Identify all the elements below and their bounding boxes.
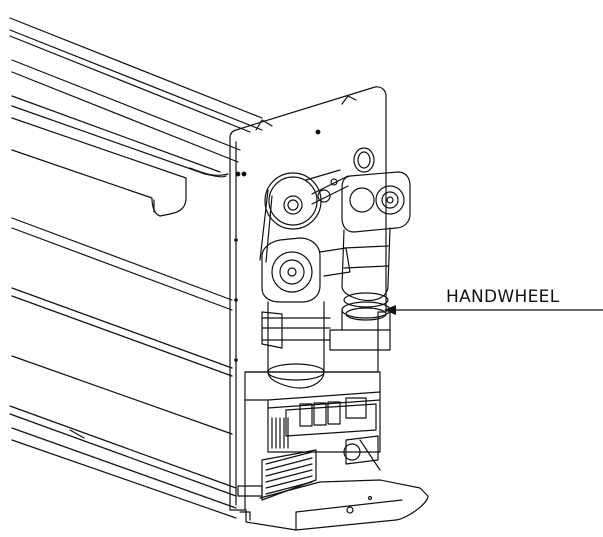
machine-housing (9, 17, 263, 519)
handwheel-callout-leader (384, 305, 603, 315)
lower-gearmotor (261, 237, 351, 389)
upper-gearmotor (341, 171, 411, 308)
end-plate (229, 86, 387, 511)
base-foot (237, 435, 429, 531)
belt-drive (259, 147, 375, 263)
handwheel (329, 301, 391, 351)
handwheel-label: HANDWHEEL (446, 287, 560, 307)
electrical-panel (244, 371, 381, 501)
